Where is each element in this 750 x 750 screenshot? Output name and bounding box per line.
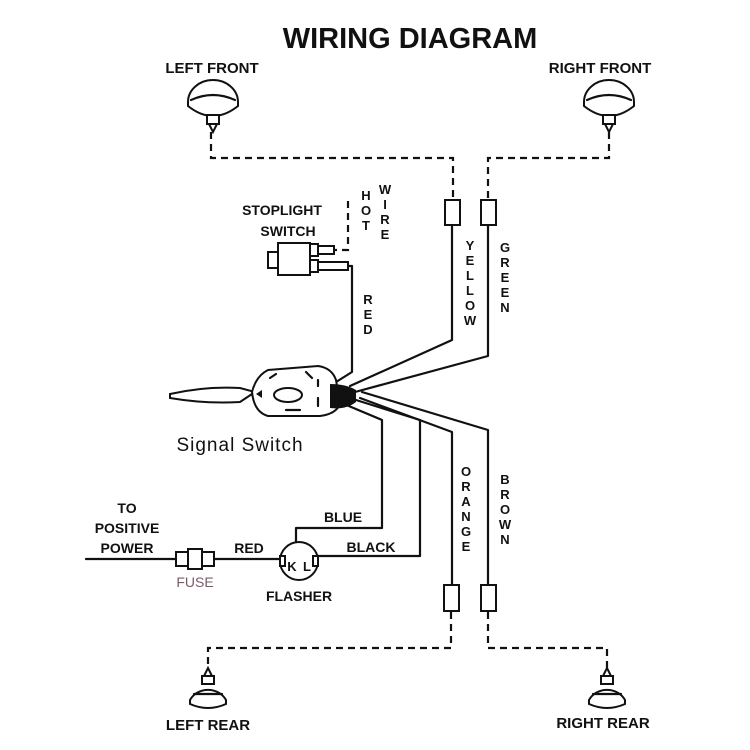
fuse-icon xyxy=(175,548,215,570)
signal-switch-icon xyxy=(169,364,356,417)
power-label-line2: POSITIVE xyxy=(95,520,160,536)
left-front-lamp-icon xyxy=(187,79,239,135)
stoplight-label-line2: SWITCH xyxy=(260,223,315,239)
red-wire xyxy=(334,264,354,384)
right-rear-lamp-icon xyxy=(588,665,626,709)
black-wire xyxy=(308,398,422,558)
power-label-line3: POWER xyxy=(101,540,154,556)
left-rear-dashed-wire xyxy=(206,612,453,668)
brown-connector xyxy=(480,584,497,612)
signal-switch-label: Signal Switch xyxy=(176,435,303,456)
flasher-label: FLASHER xyxy=(266,588,332,604)
orange-connector xyxy=(443,584,460,612)
fuse-label: FUSE xyxy=(176,574,213,590)
hot-wire-dashed xyxy=(318,196,350,252)
flasher-terminal-k: K xyxy=(287,559,297,574)
blue-label: BLUE xyxy=(324,509,362,525)
flasher-icon xyxy=(279,541,319,581)
brown-wire xyxy=(360,390,490,587)
diagram-title: WIRING DIAGRAM xyxy=(283,23,538,55)
stoplight-switch-icon xyxy=(267,242,349,276)
right-rear-dashed-wire xyxy=(486,612,609,668)
left-rear-label: LEFT REAR xyxy=(166,717,250,734)
red-power-label: RED xyxy=(234,540,264,556)
stoplight-label-line1: STOPLIGHT xyxy=(242,202,322,218)
right-front-label: RIGHT FRONT xyxy=(549,60,652,77)
left-rear-lamp-icon xyxy=(189,665,227,709)
green-wire xyxy=(353,223,490,394)
right-front-lamp-icon xyxy=(583,79,635,135)
left-front-label: LEFT FRONT xyxy=(165,60,258,77)
flasher-terminal-l: L xyxy=(303,559,311,574)
left-front-dashed-wire xyxy=(209,132,455,200)
blue-wire xyxy=(294,402,384,546)
yellow-wire xyxy=(348,223,454,388)
yellow-connector xyxy=(444,199,461,226)
right-front-dashed-wire xyxy=(486,132,611,200)
black-label: BLACK xyxy=(347,539,396,555)
green-connector xyxy=(480,199,497,226)
right-rear-label: RIGHT REAR xyxy=(556,715,650,732)
power-label-line1: TO xyxy=(117,500,136,516)
orange-wire xyxy=(358,396,454,587)
